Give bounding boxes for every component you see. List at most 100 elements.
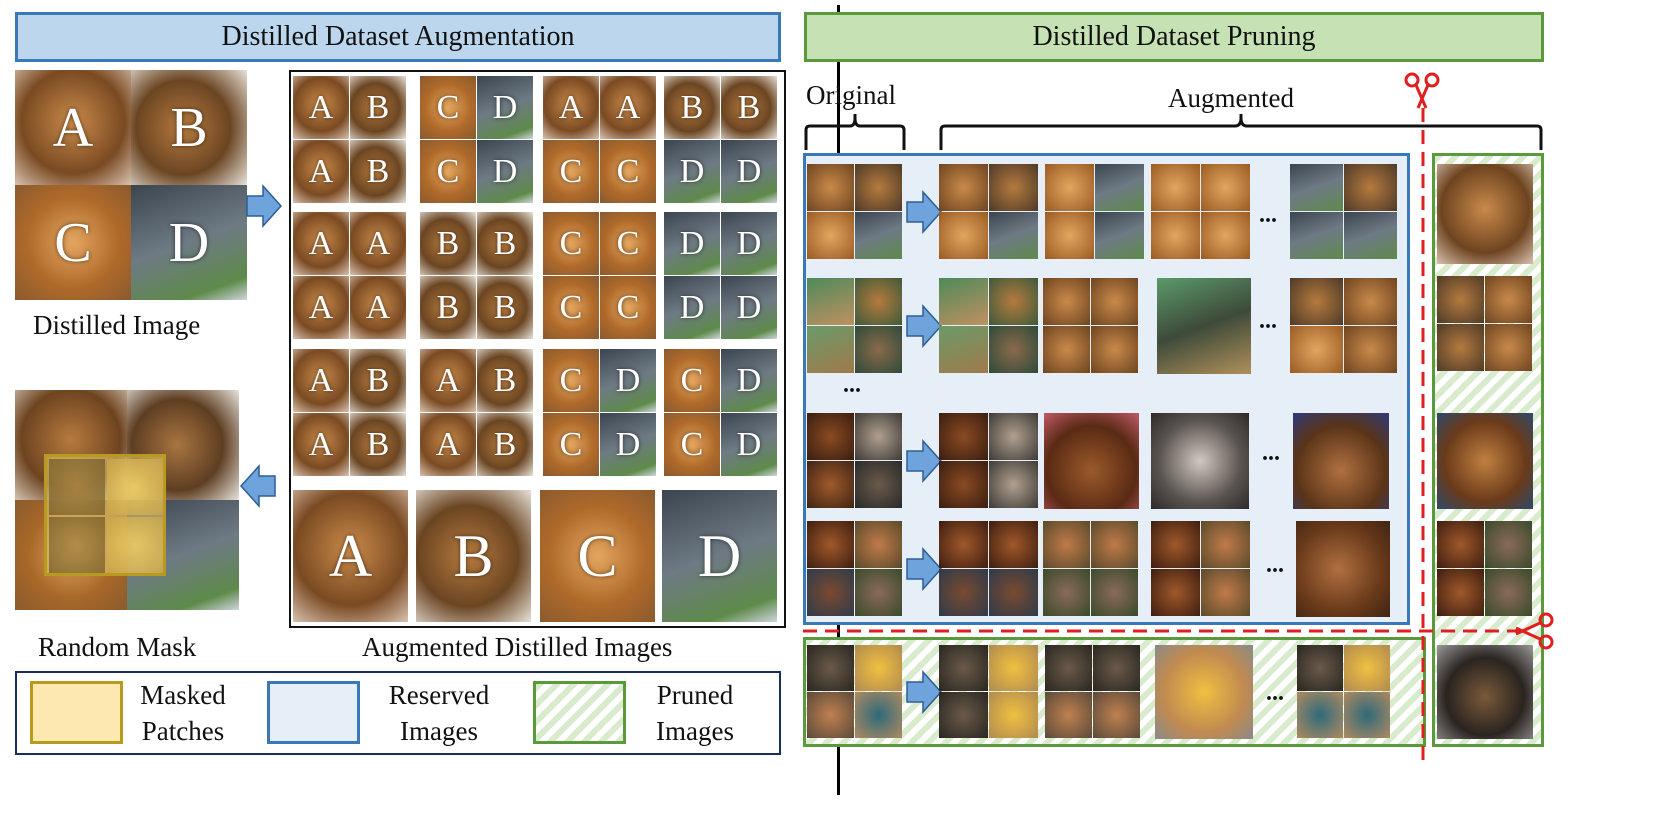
- augmented-image: [1344, 164, 1397, 211]
- vertical-cut-line: [1421, 108, 1425, 768]
- augmented-patch: D: [721, 212, 777, 275]
- tile-letter: D: [736, 224, 762, 262]
- augmented-image: [1151, 212, 1200, 259]
- augmented-image: [1201, 521, 1250, 568]
- tile-letter: A: [558, 88, 584, 126]
- tile-letter: B: [366, 88, 390, 126]
- arrow-right-icon: [246, 184, 283, 228]
- original-image: [855, 326, 902, 373]
- pruned-image: [1437, 164, 1533, 264]
- augmented-patch: D: [664, 140, 720, 203]
- pruned-augmented-image: [989, 692, 1038, 738]
- original-image: [855, 212, 902, 259]
- augmented-image: [1151, 164, 1200, 211]
- mask-patch-tile: [49, 459, 105, 515]
- augmented-image: [1091, 278, 1138, 325]
- pruned-image: [1437, 569, 1484, 616]
- legend-masked-swatch: [30, 681, 123, 744]
- augmented-image: [989, 461, 1038, 508]
- tile-letter: A: [365, 288, 391, 326]
- original-image: [807, 164, 854, 211]
- augmented-patch: A: [293, 413, 349, 476]
- arrow-right-icon: [906, 304, 943, 348]
- augmented-patch: D: [721, 413, 777, 476]
- legend-masked-text: Masked Patches: [128, 677, 238, 749]
- augmented-patch: A: [293, 140, 349, 203]
- augmented-label: Augmented: [1168, 83, 1294, 113]
- augmented-patch: D: [664, 276, 720, 339]
- augmented-image: [939, 461, 988, 508]
- augmented-patch: A: [293, 212, 349, 275]
- tile-letter: B: [436, 288, 460, 326]
- tile-letter: D: [736, 288, 762, 326]
- tile-letter: A: [308, 224, 334, 262]
- augmented-image: [1043, 278, 1090, 325]
- tile-letter: B: [453, 522, 494, 589]
- augmented-patch: C: [420, 76, 476, 139]
- augmented-patch: D: [600, 413, 656, 476]
- pruned-augmented-image: [1344, 692, 1390, 738]
- augmented-image: [1044, 413, 1139, 509]
- augmented-image: [939, 521, 988, 568]
- pruned-augmented-image: [1297, 692, 1343, 738]
- augmented-image: [1151, 569, 1200, 616]
- augmented-image: [1091, 326, 1138, 373]
- right-panel-title-text: Distilled Dataset Pruning: [1032, 21, 1316, 52]
- tile-letter: C: [577, 522, 618, 589]
- legend-reserved-swatch: [267, 681, 360, 744]
- pruned-augmented-image: [1045, 645, 1092, 691]
- tile-letter: B: [366, 152, 390, 190]
- augmented-patch: A: [350, 276, 406, 339]
- augmented-patch: D: [477, 76, 533, 139]
- pruned-augmented-image: [1093, 645, 1140, 691]
- tile-letter: A: [308, 152, 334, 190]
- augmented-large-image: A: [293, 490, 408, 622]
- left-panel-title: Distilled Dataset Augmentation: [15, 12, 781, 62]
- original-image: [855, 413, 902, 460]
- tile-letter: C: [616, 288, 640, 326]
- augmented-image: [1290, 212, 1343, 259]
- augmented-patch: C: [420, 140, 476, 203]
- augmented-caption: Augmented Distilled Images: [362, 632, 673, 662]
- augmented-patch: B: [420, 276, 476, 339]
- augmented-patch: A: [420, 349, 476, 412]
- augmented-patch: C: [600, 212, 656, 275]
- tile-letter: C: [680, 361, 704, 399]
- pruned-augmented-image: [1045, 692, 1092, 738]
- tile-letter: B: [366, 361, 390, 399]
- augmented-image: [1201, 212, 1250, 259]
- augmented-distilled-images-box: [289, 70, 786, 628]
- augmented-image: [1151, 413, 1249, 509]
- tile-letter: C: [436, 88, 460, 126]
- augmented-image: [989, 413, 1038, 460]
- augmented-image: [939, 326, 988, 373]
- augmented-large-image: D: [662, 490, 777, 622]
- augmented-image: [939, 164, 988, 211]
- tile-letter: C: [680, 425, 704, 463]
- tile-letter: D: [679, 224, 705, 262]
- letter-b: B: [170, 96, 208, 159]
- legend-reserved-line2: Images: [400, 716, 478, 746]
- augmented-patch: D: [664, 212, 720, 275]
- augmented-patch: B: [350, 76, 406, 139]
- pruned-image: [1485, 276, 1532, 323]
- tile-letter: D: [697, 522, 742, 589]
- legend-masked-line2: Patches: [141, 716, 225, 746]
- original-image: [807, 326, 854, 373]
- scissors-icon-horizontal: [1515, 612, 1554, 650]
- augmented-image: [1091, 521, 1138, 568]
- augmented-image: [989, 212, 1038, 259]
- augmented-patch: C: [664, 413, 720, 476]
- augmented-image: [989, 278, 1038, 325]
- original-image: [807, 212, 854, 259]
- ellipsis-row2: ...: [1259, 308, 1277, 334]
- arrow-left-icon: [239, 464, 276, 508]
- legend-reserved-text: Reserved Images: [375, 677, 503, 749]
- pruned-augmented-image: [939, 645, 988, 691]
- augmented-patch: B: [350, 413, 406, 476]
- augmented-image: [989, 521, 1038, 568]
- augmented-patch: B: [664, 76, 720, 139]
- augmented-image: [1290, 164, 1343, 211]
- tile-letter: C: [616, 152, 640, 190]
- pruned-original-image: [807, 645, 854, 691]
